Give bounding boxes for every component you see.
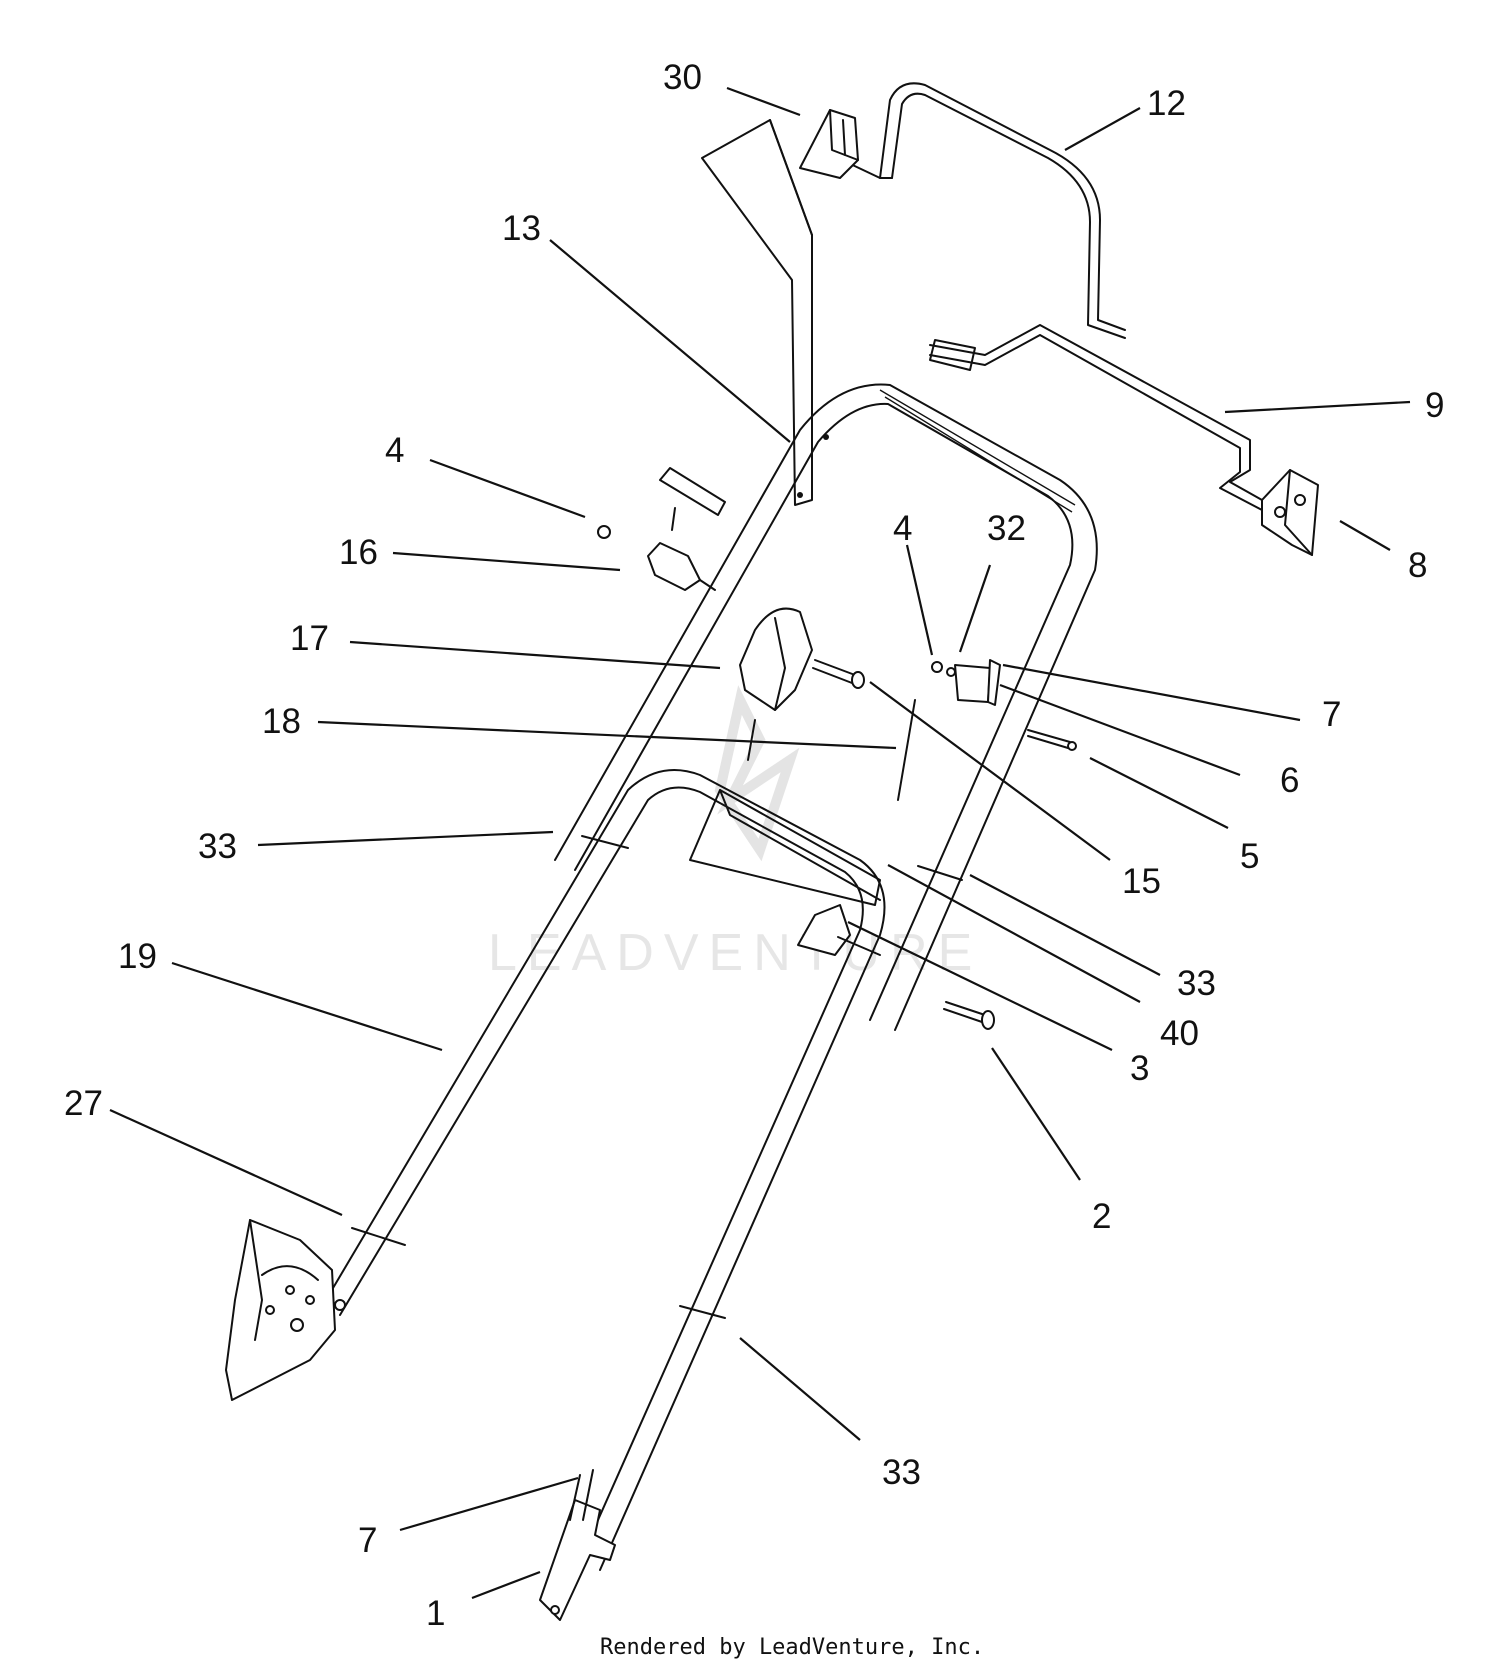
bolt-part-2 bbox=[943, 1001, 995, 1030]
callout-16: 16 bbox=[339, 533, 378, 572]
callout-3: 3 bbox=[1130, 1049, 1149, 1088]
callout-5: 5 bbox=[1240, 837, 1259, 876]
lower-handle-part bbox=[319, 769, 886, 1571]
callout-4-right: 4 bbox=[893, 509, 912, 548]
cable-clip-part bbox=[931, 659, 1001, 706]
control-bail-part bbox=[841, 82, 1126, 339]
callout-2: 2 bbox=[1092, 1197, 1111, 1236]
callout-33-right: 33 bbox=[1177, 964, 1216, 1003]
callout-9: 9 bbox=[1425, 386, 1444, 425]
callout-12: 12 bbox=[1147, 84, 1186, 123]
callout-19: 19 bbox=[118, 937, 157, 976]
callout-8: 8 bbox=[1408, 546, 1427, 585]
starter-handle-part bbox=[647, 467, 726, 591]
upper-handle-part bbox=[554, 383, 1098, 1031]
rope-guide-part bbox=[739, 607, 813, 761]
washers-33 bbox=[351, 835, 963, 1319]
cable-part-18 bbox=[897, 699, 916, 801]
bracket-part-30 bbox=[799, 109, 859, 179]
callout-labels: 30 12 13 9 4 16 8 4 32 17 7 18 6 33 5 15… bbox=[64, 58, 1444, 1633]
callout-6: 6 bbox=[1280, 761, 1299, 800]
bracket-part-8 bbox=[1261, 469, 1319, 556]
control-rod-part bbox=[929, 324, 1263, 511]
callout-7-upper: 7 bbox=[1322, 695, 1341, 734]
nut-part-4a bbox=[597, 525, 611, 539]
callout-4-left: 4 bbox=[385, 431, 404, 470]
callout-15: 15 bbox=[1122, 862, 1161, 901]
callout-40: 40 bbox=[1160, 1014, 1199, 1053]
knob-part-3 bbox=[797, 904, 881, 956]
callout-27: 27 bbox=[64, 1084, 103, 1123]
callout-18: 18 bbox=[262, 702, 301, 741]
screw-part-5 bbox=[1027, 729, 1077, 751]
callout-17: 17 bbox=[290, 619, 329, 658]
leader-lines bbox=[109, 86, 1411, 1600]
height-adjust-bracket-part bbox=[225, 1219, 346, 1401]
callout-32: 32 bbox=[987, 509, 1026, 548]
callout-13: 13 bbox=[502, 209, 541, 248]
credit-line: Rendered by LeadVenture, Inc. bbox=[600, 1635, 984, 1660]
upper-bracket-plate bbox=[701, 119, 829, 506]
bolt-part-15 bbox=[812, 659, 865, 689]
callout-1: 1 bbox=[426, 1594, 445, 1633]
handle-bracket-part-1 bbox=[539, 1469, 616, 1621]
callout-30: 30 bbox=[663, 58, 702, 97]
callout-33-bottom: 33 bbox=[882, 1453, 921, 1492]
callout-7-lower: 7 bbox=[358, 1521, 377, 1560]
callout-33-left: 33 bbox=[198, 827, 237, 866]
